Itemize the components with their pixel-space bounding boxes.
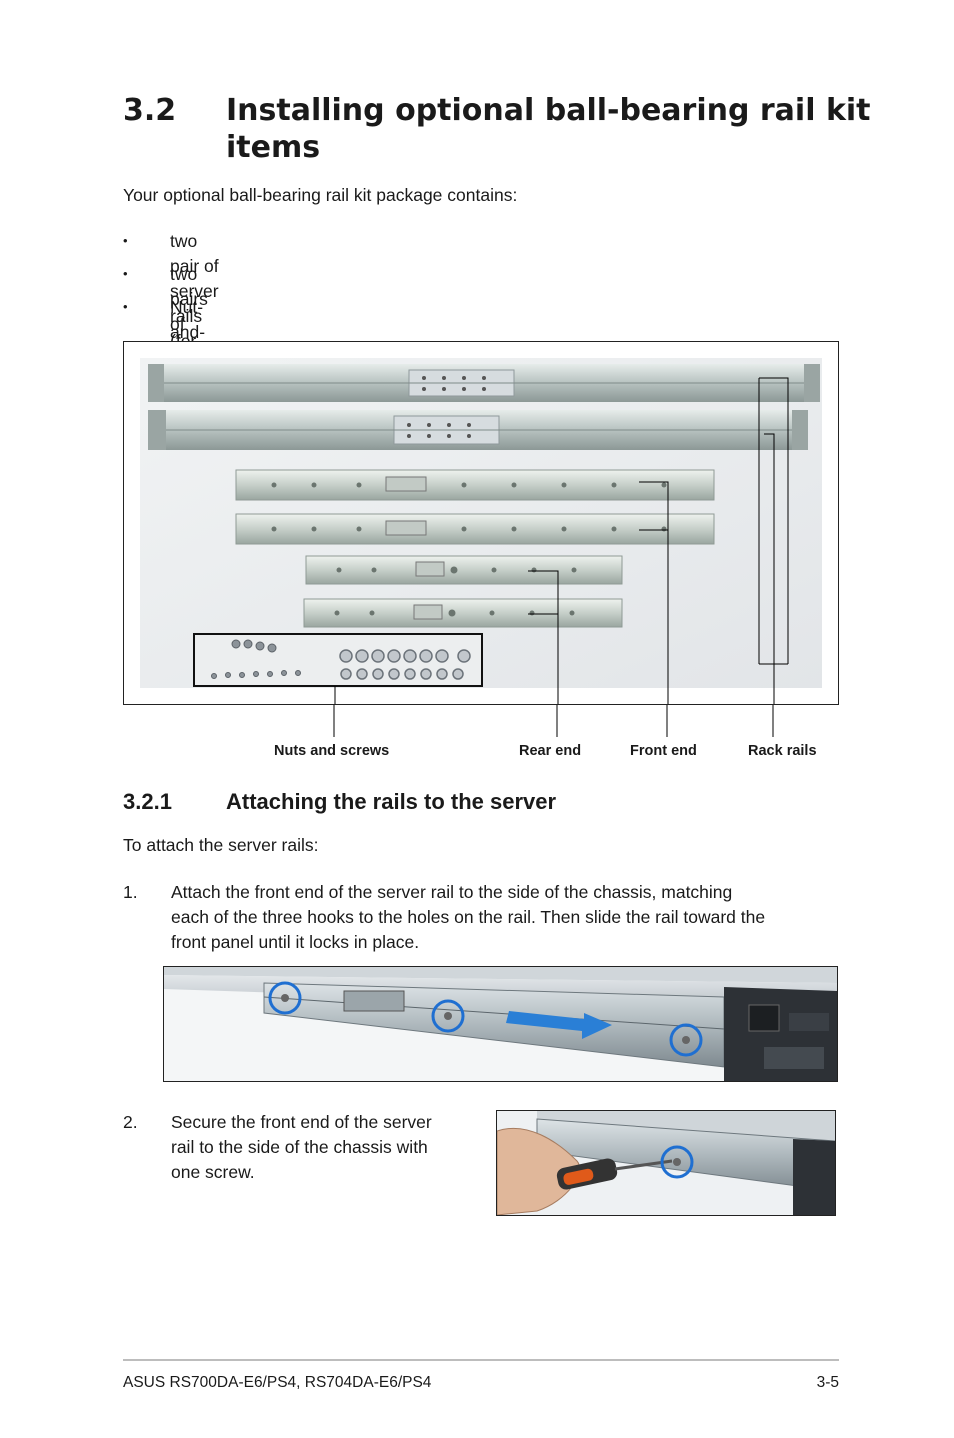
step-1-line: front panel until it locks in place. [171, 932, 420, 952]
secure-screw-figure [496, 1110, 836, 1216]
label-rack-rails: Rack rails [748, 743, 817, 759]
bullet-dot: • [123, 266, 128, 281]
slide-arrow [506, 1011, 612, 1039]
hook-highlight-circle [431, 999, 465, 1033]
section-title-line2: items [226, 130, 321, 165]
intro-text: Your optional ball-bearing rail kit pack… [123, 185, 518, 205]
nuts [339, 649, 471, 680]
rear-end-rail-2 [303, 598, 623, 628]
section-title-line1: Installing optional ball-bearing rail ki… [226, 93, 871, 128]
rear-end-rail-1 [305, 555, 623, 585]
attach-rail-photo [164, 967, 837, 1081]
screw-highlight-circle [660, 1145, 694, 1179]
step-1-line: each of the three hooks to the holes on … [171, 907, 766, 927]
label-front-end: Front end [630, 743, 697, 759]
step-2-line: rail to the side of the chassis with [171, 1137, 428, 1157]
label-nuts-and-screws: Nuts and screws [274, 743, 390, 759]
callout-leaders-below [333, 705, 774, 737]
footer-rule [123, 1359, 839, 1361]
rack-rail-top [148, 364, 820, 402]
hook-highlight-circle [268, 981, 302, 1015]
front-end-rail-2 [235, 513, 715, 545]
section-number: 3.2 [123, 93, 177, 128]
step-1-line: Attach the front end of the server rail … [171, 882, 733, 902]
rack-rail-bottom [148, 410, 808, 450]
hook-highlight-circle [669, 1023, 703, 1057]
page-number: 3-5 [816, 1374, 839, 1391]
rail-kit-figure [123, 341, 839, 705]
footer-model: ASUS RS700DA-E6/PS4, RS704DA-E6/PS4 [123, 1374, 432, 1391]
front-end-rail-1 [235, 469, 715, 501]
secure-screw-photo [497, 1111, 835, 1215]
label-rear-end: Rear end [519, 743, 582, 759]
step-1-text: Attach the front end of the server rail … [171, 880, 851, 955]
step-1-number: 1. [123, 882, 138, 902]
step-2-line: one screw. [171, 1162, 255, 1182]
rail-kit-photo [140, 358, 822, 704]
callout-lines [334, 377, 789, 704]
step-2-text: Secure the front end of the server rail … [171, 1110, 481, 1185]
hand [497, 1127, 581, 1215]
bullet-dot: • [123, 233, 128, 248]
step-2-number: 2. [123, 1112, 138, 1132]
attach-rail-figure [163, 966, 838, 1082]
step-2-line: Secure the front end of the server [171, 1112, 432, 1132]
subsection-number: 3.2.1 [123, 789, 172, 814]
screws [211, 639, 301, 679]
attach-intro: To attach the server rails: [123, 835, 319, 855]
bullet-dot: • [123, 299, 128, 314]
subsection-title: Attaching the rails to the server [226, 789, 557, 814]
